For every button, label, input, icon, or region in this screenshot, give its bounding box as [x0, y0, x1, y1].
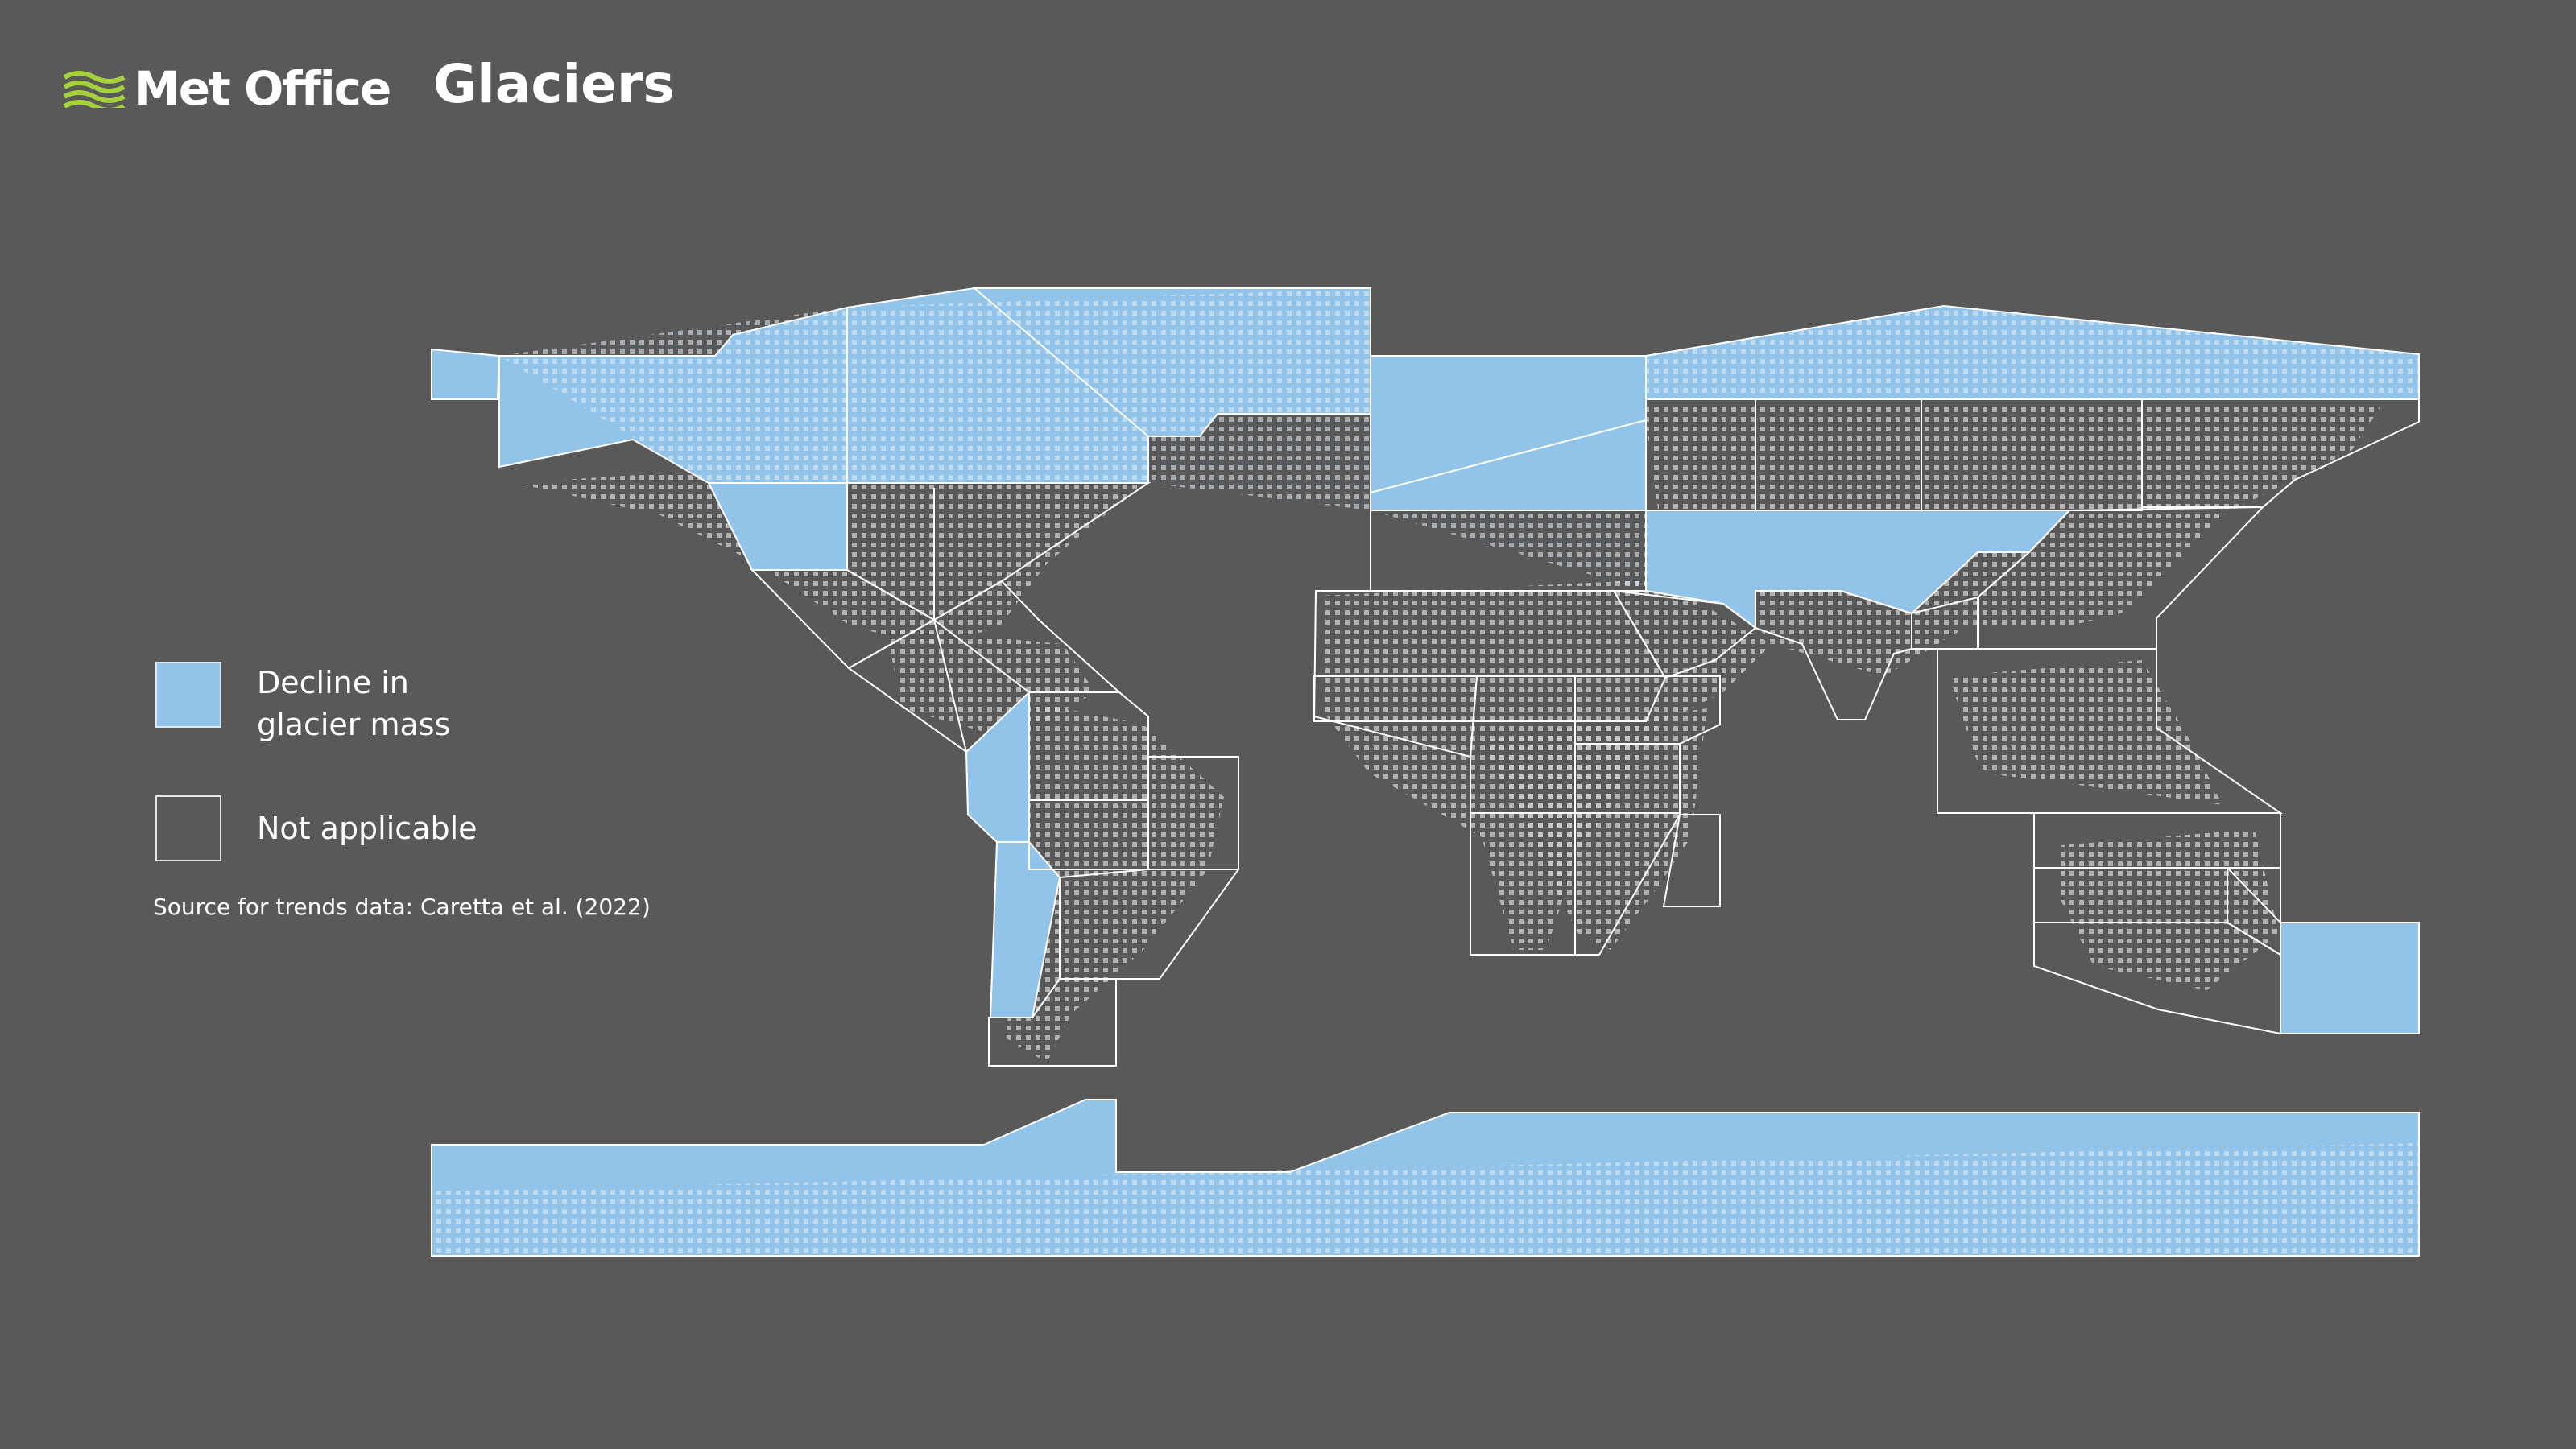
not-applicable-regions	[750, 398, 2420, 1067]
met-office-waves-icon	[63, 71, 126, 108]
legend-label-decline: Decline in glacier mass	[257, 662, 450, 745]
region-new-zealand	[2280, 922, 2420, 1034]
page-title: Glaciers	[433, 53, 675, 115]
legend-decline-line2: glacier mass	[257, 707, 451, 742]
legend-decline-line1: Decline in	[257, 665, 409, 700]
met-office-logo: Met Office	[63, 61, 391, 116]
legend-label-not-applicable: Not applicable	[257, 811, 478, 846]
legend: Decline in glacier mass Not applicable	[155, 662, 478, 861]
brand-name: Met Office	[134, 61, 391, 116]
region-andes-south	[989, 841, 1061, 1018]
not-applicable-swatch	[155, 795, 221, 861]
decline-swatch	[155, 662, 221, 728]
legend-item-decline: Decline in glacier mass	[155, 662, 478, 745]
ice-dots	[432, 288, 2419, 1256]
header: Met Office	[63, 56, 391, 121]
region-alaska-west	[431, 348, 501, 400]
legend-item-not-applicable: Not applicable	[155, 795, 478, 861]
source-note: Source for trends data: Caretta et al. (…	[153, 894, 651, 920]
